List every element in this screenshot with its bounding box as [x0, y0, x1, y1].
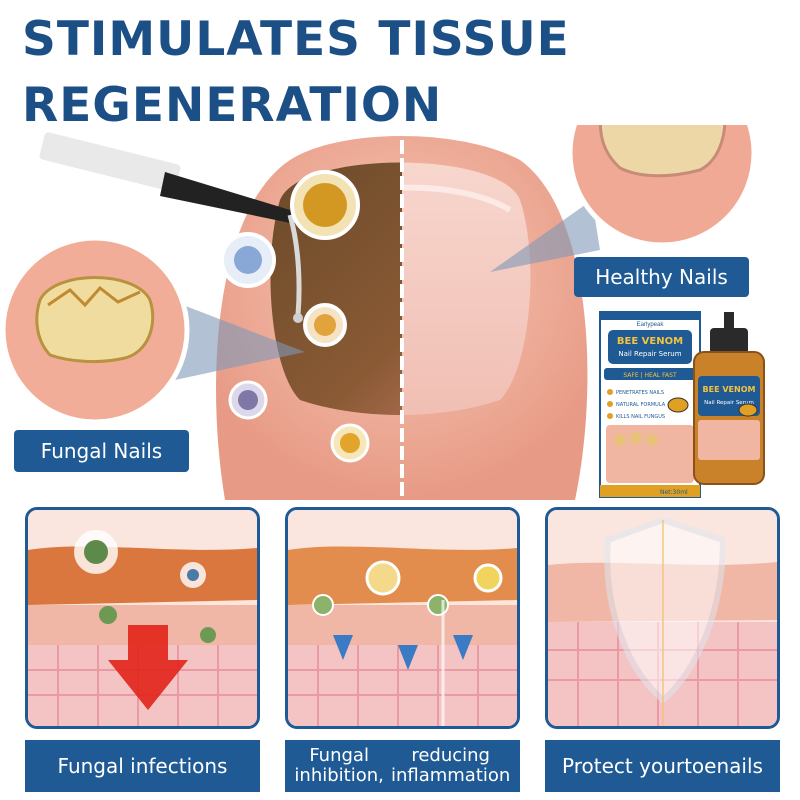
bottle-subtitle: Nail Repair Serum — [704, 400, 754, 406]
particle-bubbles — [220, 170, 370, 463]
product-bottle — [693, 351, 765, 485]
feature-3: KILLS NAIL FUNGUS — [616, 414, 665, 420]
panel-fungal-infections — [25, 507, 260, 729]
headline-line-2: REGENERATION — [22, 78, 443, 133]
box-subtitle: Nail Repair Serum — [618, 350, 681, 358]
healthy-nail-closeup — [567, 125, 757, 248]
bee-icon — [667, 397, 689, 413]
product-brand: Earlypeak — [637, 322, 665, 328]
fungal-nail-closeup — [0, 235, 190, 425]
feature-1: PENETRATES NAILS — [616, 390, 664, 396]
caption-fungal-infections: Fungal infections — [25, 740, 260, 792]
fungal-nails-label: Fungal Nails — [14, 430, 189, 472]
healthy-nail — [402, 162, 531, 415]
panel-fungal-inhibition — [285, 507, 520, 729]
box-volume: Net:30ml — [660, 489, 688, 496]
panel-protect-toenails — [545, 507, 780, 729]
bottle-title: BEE VENOM — [703, 385, 756, 394]
healthy-nails-label: Healthy Nails — [574, 257, 749, 297]
box-badge: SAFE | HEAL FAST — [623, 372, 677, 379]
caption-protect-toenails: Protect your toenails — [545, 740, 780, 792]
product-image: Earlypeak BEE VENOM Nail Repair Serum SA… — [599, 311, 765, 498]
caption-fungal-inhibition: Fungal inhibition, reducing inflammation — [285, 740, 520, 792]
headline-line-1: STIMULATES TISSUE — [22, 12, 570, 67]
box-title: BEE VENOM — [617, 336, 683, 347]
nail-illustration — [0, 125, 757, 500]
feature-2: NATURAL FORMULA — [616, 402, 666, 408]
